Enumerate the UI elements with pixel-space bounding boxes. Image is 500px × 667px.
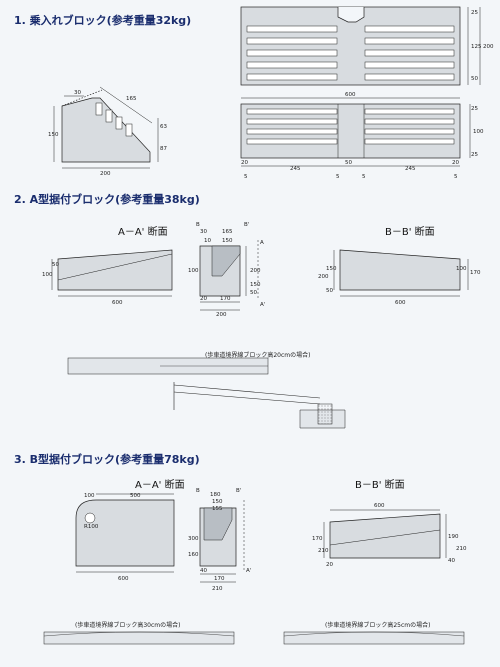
section-1-title: 1. 乗入れブロック(参考重量32kg) [14, 14, 192, 27]
s1-side-dim-30: 30 [74, 90, 81, 96]
s1-side-dim-87: 87 [160, 146, 167, 152]
s3-right-dim-210a: 210 [318, 548, 329, 554]
s3-sec-label-ap: A' [246, 568, 251, 574]
s2-right-dim-170: 170 [470, 270, 481, 276]
s3-right-dim-210b: 210 [456, 546, 467, 552]
section-2-left-label: A－A' 断面 [118, 227, 168, 238]
section-3-right-label: B－B' 断面 [355, 480, 405, 491]
s2-sec-label-ap: A' [260, 302, 265, 308]
s1-side-view [53, 86, 159, 169]
s3-left-dim-r: R100 [84, 524, 99, 530]
s1-front-dim-5b: 5 [336, 174, 340, 180]
s2-right-dim-100: 100 [456, 266, 467, 272]
s2-sec-dim-150v: 150 [250, 282, 261, 288]
s2-right-dim-50: 50 [326, 288, 333, 294]
s1-front-dim-25b: 25 [471, 106, 478, 112]
s1-top-dim-600: 600 [345, 92, 356, 98]
s2-right-dim-150: 150 [326, 266, 337, 272]
s3-right-dim-170: 170 [312, 536, 323, 542]
s2-sec-dim-100: 100 [188, 268, 199, 274]
s3-sec-dim-155: 155 [212, 506, 223, 512]
s1-front-dim-25c: 25 [471, 152, 478, 158]
section-3-left-label: A－A' 断面 [135, 480, 185, 491]
s3-road-right [283, 631, 465, 645]
s3-right-dim-600: 600 [374, 503, 385, 509]
s1-front-dim-5a: 5 [244, 174, 248, 180]
s2-sec-label-bp: B' [244, 222, 249, 228]
s1-side-dim-150: 150 [48, 132, 59, 138]
s3-sec-dim-210: 210 [212, 586, 223, 592]
s1-front-dim-20a: 20 [241, 160, 248, 166]
s1-front-dim-5c: 5 [362, 174, 366, 180]
s2-left-dim-600: 600 [112, 300, 123, 306]
section-2-right-label: B－B' 断面 [385, 227, 435, 238]
s3-sec-label-b: B [196, 488, 200, 494]
s1-side-dim-63: 63 [160, 124, 167, 130]
s2-sec-dim-200: 200 [250, 268, 261, 274]
s3-sec-dim-160: 160 [188, 552, 199, 558]
section-2-caption: (歩車道境界線ブロック高20cmの場合) [205, 352, 311, 359]
s3-sec-dim-180: 180 [210, 492, 221, 498]
s3-left-dim-100: 100 [84, 493, 95, 499]
s2-sec-dim-10: 10 [204, 238, 211, 244]
s1-top-dim-25a: 25 [471, 10, 478, 16]
s3-sec-dim-300: 300 [188, 536, 199, 542]
s2-sec-dim-20: 20 [200, 296, 207, 302]
s2-sec-dim-170: 170 [220, 296, 231, 302]
s3-sec-dim-40: 40 [200, 568, 207, 574]
s3-right-dim-40: 40 [448, 558, 455, 564]
section-3-caption-right: (歩車道境界線ブロック高25cmの場合) [325, 622, 431, 629]
s2-left-dim-100: 100 [42, 272, 53, 278]
section-3-title: 3. B型据付ブロック(参考重量78kg) [14, 453, 200, 466]
s3-right-dim-190: 190 [448, 534, 459, 540]
s1-side-dim-165: 165 [126, 96, 137, 102]
s1-front-dim-20b: 20 [452, 160, 459, 166]
s2-right-view [333, 249, 469, 297]
s2-right-dim-200: 200 [318, 274, 329, 280]
s2-sec-dim-50: 50 [250, 290, 257, 296]
s1-top-dim-50a: 50 [471, 76, 478, 82]
s2-sec-dim-165: 165 [222, 229, 233, 235]
s2-sec-label-b: B [196, 222, 200, 228]
s3-right-view [323, 509, 447, 559]
s1-top-view [240, 6, 481, 99]
s2-sec-dim-30: 30 [200, 229, 207, 235]
s3-left-dim-500: 500 [130, 493, 141, 499]
s2-section-view [199, 240, 259, 311]
s1-front-dim-245a: 245 [290, 166, 301, 172]
s2-sec-dim-200b: 200 [216, 312, 227, 318]
s2-right-dim-600: 600 [395, 300, 406, 306]
s3-section-view [199, 500, 245, 583]
s2-sec-dim-150: 150 [222, 238, 233, 244]
s2-left-view [51, 249, 173, 297]
s1-side-dim-200: 200 [100, 171, 111, 177]
s3-road-left [43, 631, 235, 645]
s1-top-dim-125: 125 [471, 44, 482, 50]
s1-front-dim-50b: 50 [345, 160, 352, 166]
s3-left-view [75, 493, 175, 573]
s1-front-dim-5d: 5 [454, 174, 458, 180]
s2-sec-label-a: A [260, 240, 264, 246]
s3-sec-dim-150: 150 [212, 499, 223, 505]
s1-front-dim-245b: 245 [405, 166, 416, 172]
s3-right-dim-20: 20 [326, 562, 333, 568]
s2-left-dim-50: 50 [52, 262, 59, 268]
s3-sec-dim-170: 170 [214, 576, 225, 582]
section-2-title: 2. A型据付ブロック(参考重量38kg) [14, 193, 200, 206]
s1-front-view [240, 103, 471, 167]
s3-left-dim-600: 600 [118, 576, 129, 582]
s1-front-dim-100: 100 [473, 129, 484, 135]
s1-top-dim-200: 200 [483, 44, 494, 50]
s2-road-section [67, 357, 346, 429]
s3-sec-label-bp: B' [236, 488, 241, 494]
section-3-caption-left: (歩車道境界線ブロック高30cmの場合) [75, 622, 181, 629]
